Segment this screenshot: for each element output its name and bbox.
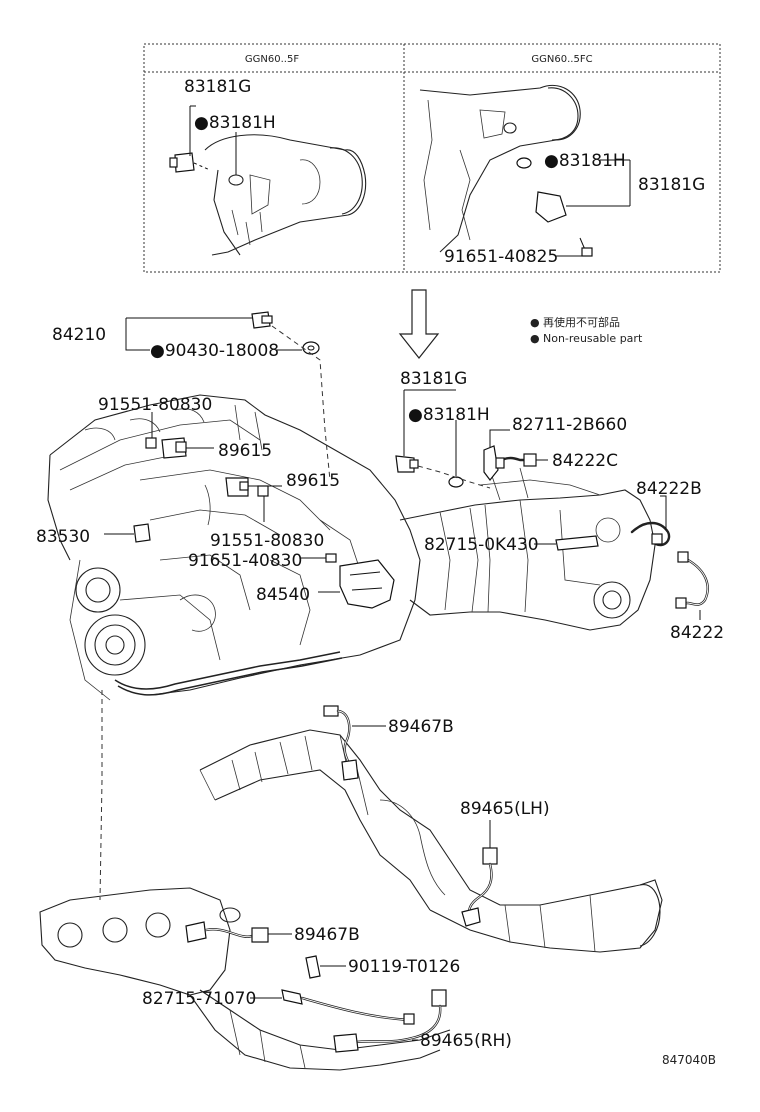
exhaust-pipe-upper-sketch — [199, 729, 663, 953]
part-83530-icon — [133, 523, 151, 543]
label-inset-r-91651: 91651-40825 — [444, 247, 558, 267]
label-91551-a: 91551-80830 — [98, 395, 212, 415]
label-90430: ●90430-18008 — [150, 341, 279, 361]
part-90430-icon — [302, 341, 320, 355]
part-82711-icon — [483, 445, 499, 481]
diagram-code: 847040B — [662, 1053, 716, 1067]
label-90119: 90119-T0126 — [348, 957, 460, 977]
transmission-sketch — [399, 467, 656, 631]
part-82715-b-icon — [281, 989, 415, 1025]
inset-box: GGN60..5F GGN60..5FC 83181G ●83181H — [143, 43, 721, 273]
part-83181g-icon — [395, 455, 419, 473]
label-inset-r-83181g: 83181G — [638, 175, 705, 195]
label-89465-lh: 89465(LH) — [460, 799, 550, 819]
label-inset-r-83181h: ●83181H — [544, 151, 626, 171]
label-83530: 83530 — [36, 527, 90, 547]
label-84222b: 84222B — [636, 479, 702, 499]
part-91551-b-icon — [257, 485, 269, 497]
label-84222c: 84222C — [552, 451, 618, 471]
inset-left-transmission-sketch — [204, 134, 367, 256]
label-84540: 84540 — [256, 585, 310, 605]
inset-right-speed-sensor-icon — [516, 157, 593, 257]
part-84210-icon — [251, 311, 273, 329]
label-83181g-main: 83181G — [400, 369, 467, 389]
part-84222b-icon — [630, 521, 671, 547]
part-83181h-icon — [448, 476, 464, 488]
legend: ● 再使用不可部品 ● Non-reusable part — [530, 315, 643, 345]
label-89465-rh: 89465(RH) — [420, 1031, 512, 1051]
part-89467b-a-icon — [323, 705, 359, 781]
part-91651-40830-icon — [325, 553, 337, 563]
engine-wiring — [114, 651, 343, 696]
inset-left-header: GGN60..5F — [245, 54, 299, 65]
label-82711: 82711-2B660 — [512, 415, 627, 435]
label-89467b-a: 89467B — [388, 717, 454, 737]
part-89615-a-icon — [161, 437, 187, 459]
part-82715-a-icon — [555, 535, 599, 551]
inset-right-header: GGN60..5FC — [531, 54, 592, 65]
crank-pulleys — [69, 559, 146, 701]
part-89615-b-icon — [225, 477, 249, 497]
part-89465-lh-icon — [461, 847, 498, 927]
part-84540-icon — [339, 559, 395, 609]
label-89615-a: 89615 — [218, 441, 272, 461]
label-82715-a: 82715-0K430 — [424, 535, 539, 555]
part-89467b-b-icon — [185, 907, 269, 943]
legend-item-1-mark: ● — [530, 332, 540, 345]
inset-right-transfer-sketch — [419, 84, 581, 253]
part-89465-rh-icon — [333, 989, 447, 1053]
part-90119-icon — [305, 955, 321, 979]
label-84210: 84210 — [52, 325, 106, 345]
legend-item-0-mark: ● — [530, 316, 540, 329]
legend-item-1-text: Non-reusable part — [543, 332, 643, 345]
part-84222-icon — [675, 551, 709, 609]
label-inset-l-83181g: 83181G — [184, 77, 251, 97]
engine-block-sketch — [47, 394, 421, 696]
label-91651-40830: 91651-40830 — [188, 551, 302, 571]
label-83181h-main: ●83181H — [408, 405, 490, 425]
inset-left-speed-sensor-icon — [169, 152, 211, 173]
label-89615-b: 89615 — [286, 471, 340, 491]
part-91551-a-icon — [145, 437, 157, 449]
label-inset-l-83181h: ●83181H — [194, 113, 276, 133]
down-arrow-icon — [398, 289, 440, 359]
label-91551-b: 91551-80830 — [210, 531, 324, 551]
label-82715-b: 82715-71070 — [142, 989, 256, 1009]
legend-item-0-text: 再使用不可部品 — [543, 315, 620, 329]
label-84222: 84222 — [670, 623, 724, 643]
label-89467b-b: 89467B — [294, 925, 360, 945]
exhaust-manifold-lower-sketch — [39, 887, 451, 1071]
part-84222c-icon — [495, 453, 537, 469]
